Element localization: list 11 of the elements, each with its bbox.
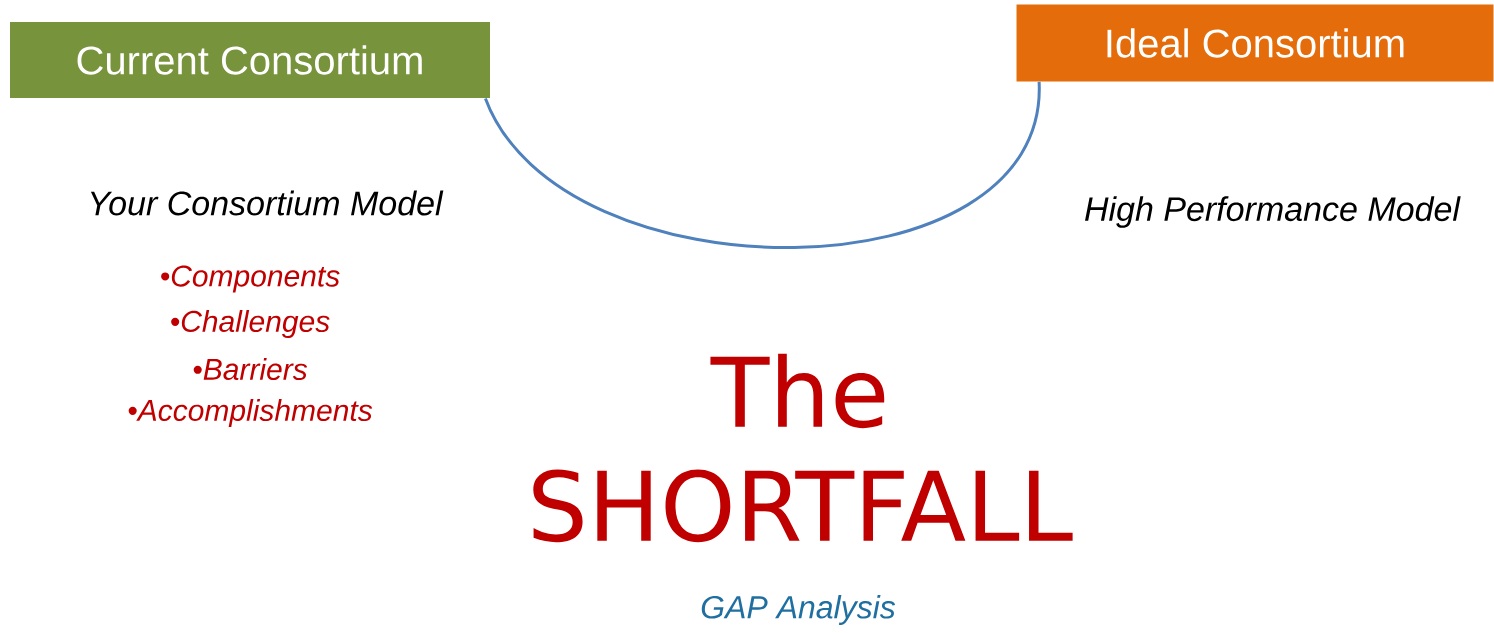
bullet-item: •Accomplishments (128, 399, 373, 427)
bullet-item: •Components (161, 265, 340, 293)
subtitle-text: Your Consortium Model (90, 190, 444, 216)
title-box: Current Consortium (10, 22, 490, 98)
subtitle-text: High Performance Model (1085, 196, 1461, 228)
title-box: Ideal Consortium (1016, 4, 1494, 82)
headline-text: The SHORTFALL (533, 353, 1073, 543)
bullet-item: •Challenges (171, 310, 330, 338)
curve-line (484, 81, 1041, 249)
caption-text: GAP Analysis (701, 595, 896, 625)
bullet-item: •Barriers (193, 358, 308, 380)
